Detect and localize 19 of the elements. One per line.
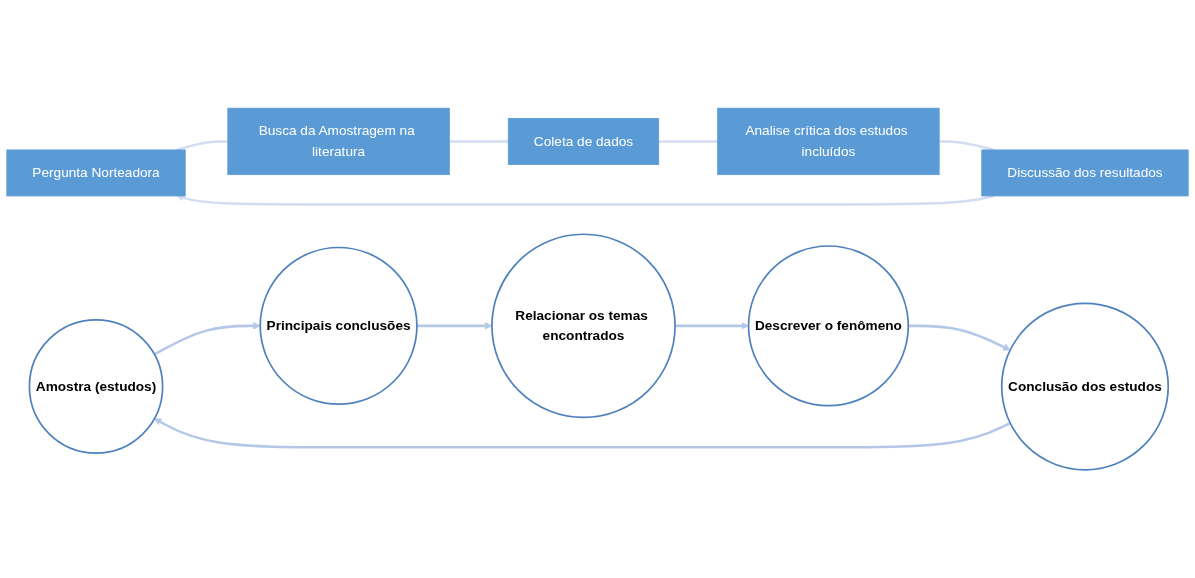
node-circle: Amostra (estudos): [28, 319, 164, 454]
connector: [658, 140, 718, 143]
node-circle: Conclusão dos estudos: [1000, 302, 1170, 471]
connector: [449, 140, 509, 143]
node-circle: Descrever o fenômeno: [747, 245, 910, 407]
arrow: [416, 322, 493, 330]
node-box: Analise crítica dos estudos incluídos: [717, 107, 940, 176]
arrow: [153, 322, 261, 356]
node-box: Pergunta Norteadora: [6, 149, 186, 197]
node-box: Busca da Amostragem na literatura: [227, 107, 450, 176]
arrow: [154, 418, 1011, 449]
node-box: Discussão dos resultados: [981, 149, 1189, 197]
arrow: [176, 194, 995, 206]
arrow: [675, 322, 749, 330]
node-circle: Principais conclusões: [259, 246, 418, 406]
node-circle: Relacionar os temas encontrados: [491, 233, 676, 419]
node-box: Coleta de dados: [507, 118, 660, 165]
connector: [176, 140, 228, 152]
arrow: [908, 324, 1011, 351]
